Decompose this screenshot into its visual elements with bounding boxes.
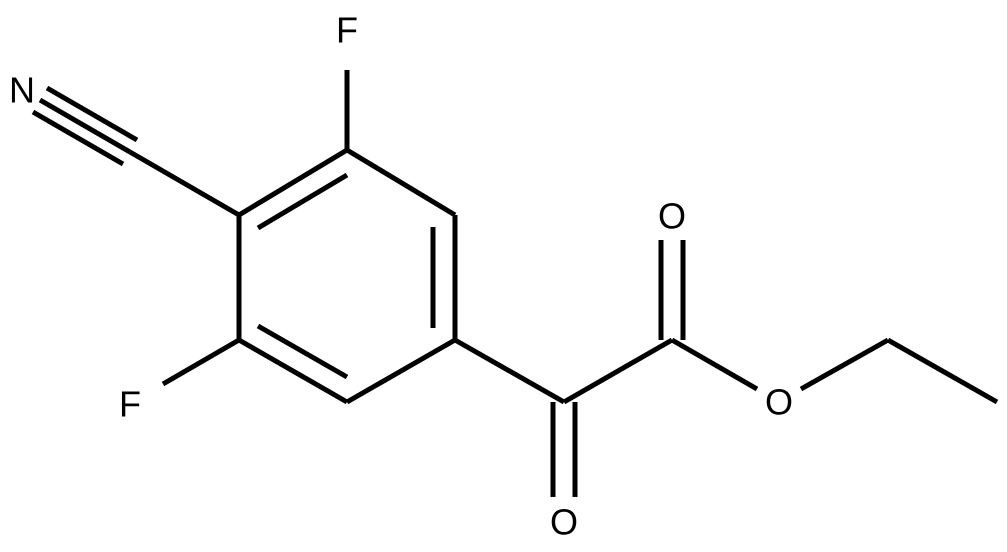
nitrile-triple-bond-3 bbox=[31, 109, 125, 167]
bond-c5-f-bottom bbox=[161, 337, 241, 387]
ring-bond-c6-c1 bbox=[237, 147, 349, 218]
ring-bond-c4-c5-inner bbox=[256, 323, 349, 380]
atom-label-o-carbonyl: O bbox=[658, 196, 686, 237]
ring-bond-c3-c4 bbox=[345, 337, 457, 405]
bond-ester-c-o bbox=[670, 337, 759, 392]
atom-label-f-top: F bbox=[336, 10, 358, 51]
ring-bond-c1-c2 bbox=[345, 147, 457, 218]
nitrile-triple-bond-2 bbox=[45, 85, 139, 143]
ring-bond-c6-c1-inner bbox=[256, 172, 349, 231]
bond-o-ch2 bbox=[799, 337, 890, 392]
ring-bond-c4-c5 bbox=[237, 337, 349, 405]
bond-ch2-ch3 bbox=[886, 337, 999, 405]
atom-label-o-ester: O bbox=[765, 382, 793, 423]
bond-c3-ketone-c bbox=[453, 337, 566, 405]
atom-label-f-bottom: F bbox=[119, 384, 141, 425]
bond-ketone-c-ester-c bbox=[562, 337, 674, 405]
nitrile-triple-bond-1 bbox=[38, 97, 132, 155]
atom-label-o-ketone: O bbox=[550, 502, 578, 543]
atom-label-n-nitrile: N bbox=[9, 70, 35, 111]
bond-c6-cn bbox=[128, 149, 241, 218]
